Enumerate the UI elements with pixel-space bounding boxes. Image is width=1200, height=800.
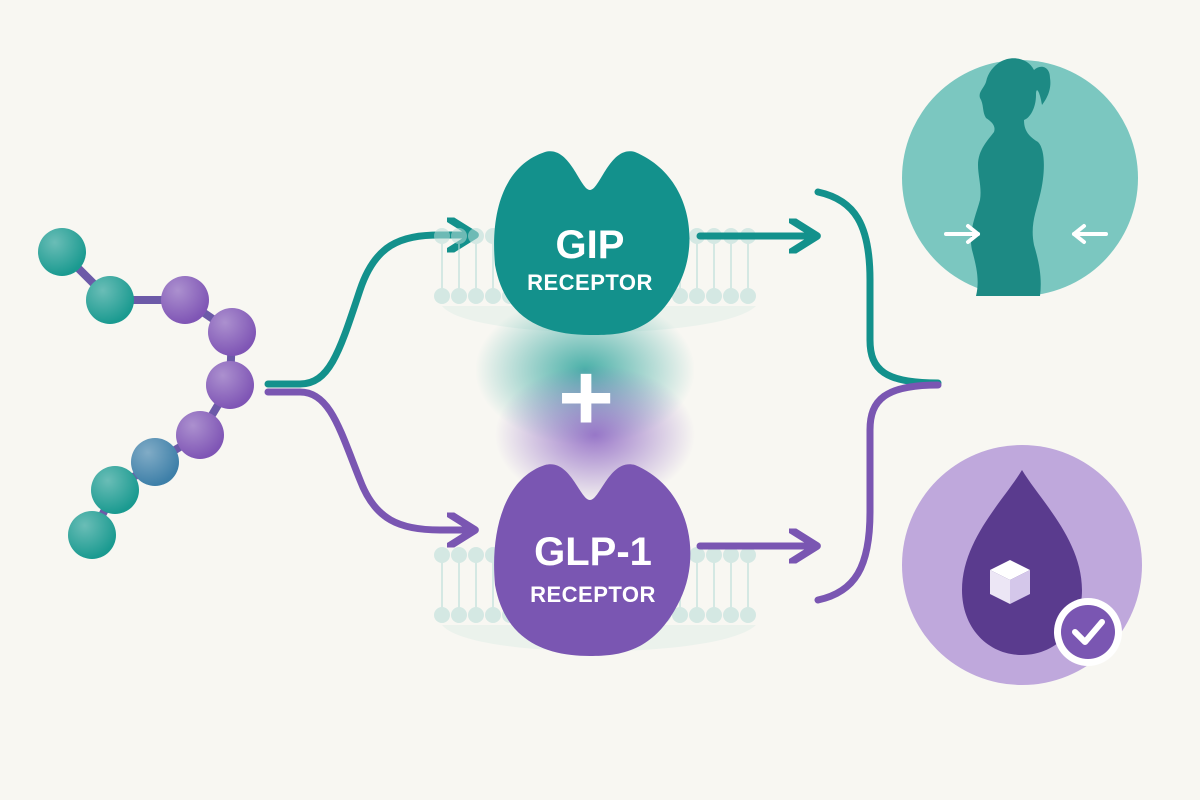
gip-receptor-shape <box>494 151 690 335</box>
gip-receptor-subtitle: RECEPTOR <box>527 270 653 295</box>
branching-pathways <box>264 235 468 530</box>
peptide-chain <box>38 228 256 559</box>
lipid-head <box>689 607 705 623</box>
glp1-receptor-title: GLP-1 <box>534 530 652 574</box>
gip-receptor: GIP RECEPTOR <box>494 151 690 335</box>
arrow-left-icon <box>1072 224 1108 244</box>
peptide-bead-highlight <box>176 411 224 459</box>
lipid-head <box>434 288 450 304</box>
lipid-head <box>740 547 756 563</box>
peptide-bead-highlight <box>131 438 179 486</box>
glp1-receptor-subtitle: RECEPTOR <box>530 582 656 607</box>
peptide-bead-highlight <box>86 276 134 324</box>
glp1-receptor-shape <box>494 464 691 656</box>
peptide-bead-highlight <box>206 361 254 409</box>
peptide-bead-highlight <box>38 228 86 276</box>
lipid-head <box>672 607 688 623</box>
lipid-head <box>723 607 739 623</box>
lipid-head <box>485 607 501 623</box>
lipid-head <box>740 288 756 304</box>
lipid-head <box>740 607 756 623</box>
lipid-head <box>434 547 450 563</box>
peptide-bead-highlight <box>91 466 139 514</box>
lipid-head <box>468 288 484 304</box>
lipid-head <box>723 547 739 563</box>
glp1-pathway-arrow <box>264 388 468 530</box>
lipid-head <box>485 288 501 304</box>
lipid-head <box>689 288 705 304</box>
peptide-bead-highlight <box>161 276 209 324</box>
body-silhouette-icon <box>970 58 1051 296</box>
convergence-brace <box>814 188 942 604</box>
lipid-head <box>706 607 722 623</box>
lipid-head <box>706 288 722 304</box>
lipid-head <box>468 607 484 623</box>
lipid-head <box>434 607 450 623</box>
lipid-head <box>672 288 688 304</box>
arrow-right-icon <box>944 224 980 244</box>
glucose-control-outcome <box>902 445 1142 685</box>
lipid-head <box>723 288 739 304</box>
peptide-bead-highlight <box>68 511 116 559</box>
gip-receptor-title: GIP <box>556 223 625 267</box>
lipid-head <box>706 547 722 563</box>
gip-pathway-arrow <box>264 235 468 388</box>
lipid-head <box>451 228 467 244</box>
plus-symbol: + <box>558 344 614 451</box>
lipid-head <box>451 547 467 563</box>
sugar-cube-icon <box>990 560 1030 604</box>
blood-drop-icon <box>962 470 1082 655</box>
check-badge-icon <box>1054 598 1122 666</box>
lipid-head <box>451 607 467 623</box>
weight-loss-outcome <box>902 58 1138 296</box>
lipid-head <box>468 228 484 244</box>
lipid-head <box>434 228 450 244</box>
lipid-head <box>689 547 705 563</box>
lipid-head <box>468 547 484 563</box>
lipid-head <box>451 288 467 304</box>
glp1-receptor: GLP-1 RECEPTOR <box>494 464 691 656</box>
peptide-bead-highlight <box>208 308 256 356</box>
